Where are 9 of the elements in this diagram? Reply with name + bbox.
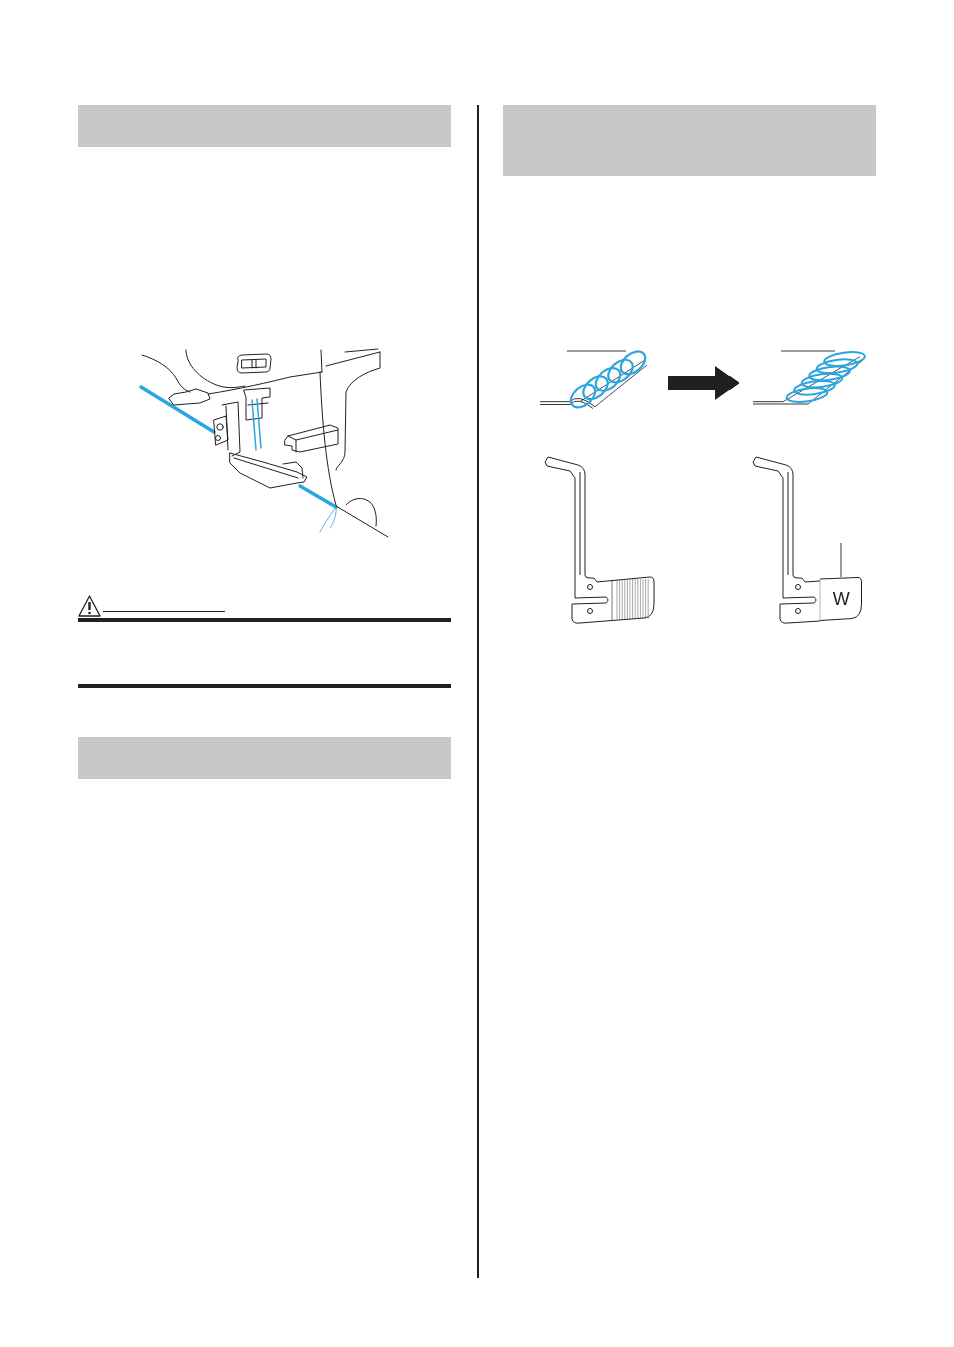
tab-marking: W [832, 590, 850, 608]
arrow [668, 366, 739, 400]
section-header-bar [78, 105, 451, 147]
leader-line [780, 350, 836, 352]
leader-line [566, 350, 627, 352]
section-header-bar [78, 737, 451, 779]
section-header-bar [503, 105, 876, 176]
plate-tab [820, 577, 862, 621]
leader-line [840, 542, 842, 578]
